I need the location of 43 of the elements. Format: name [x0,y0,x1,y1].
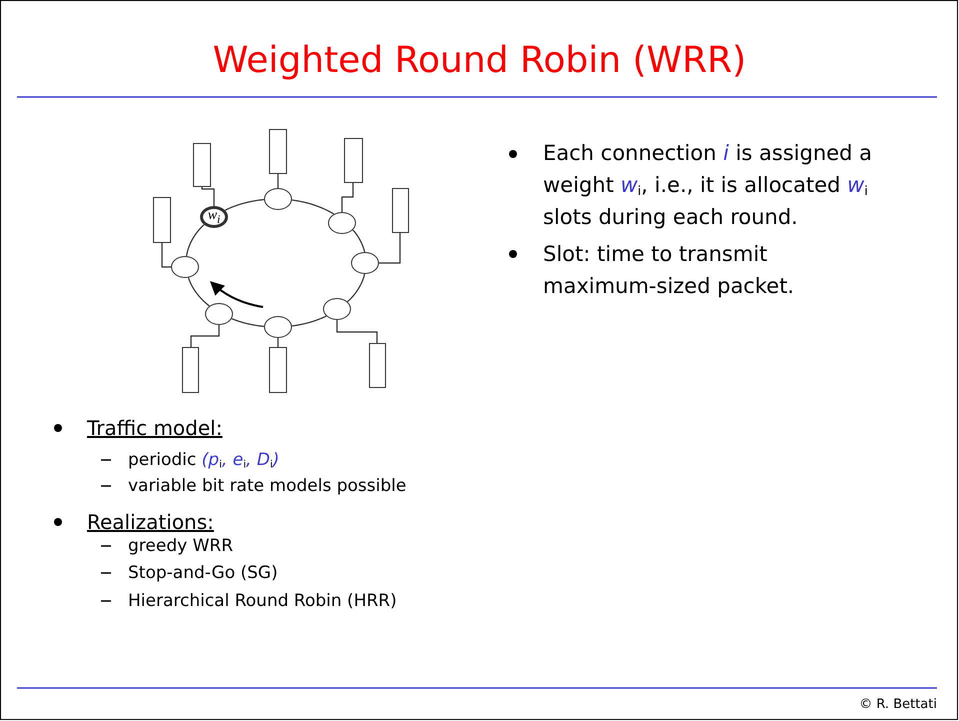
ring-link [347,274,366,302]
connector-line [161,243,171,268]
list-item: Hierarchical Round Robin (HRR) [128,590,398,613]
queue-box [392,188,409,233]
ring-link [352,230,366,252]
heading: Traffic model: [87,415,224,442]
ring-link [186,224,204,256]
ring-link [292,316,327,327]
slot-ellipse [171,256,199,278]
ring-link [224,198,264,211]
queue-box [269,347,287,393]
connector-line [190,325,220,347]
connector-line [201,187,215,206]
list-item: greedy WRR [128,535,234,558]
weight-label: w$_{i}$ [208,208,220,226]
queue-box [193,143,211,187]
connector-line [341,183,354,212]
bullet-text: Slot: time to transmit maximum-sized packet. [543,241,796,300]
ring-link [188,277,210,306]
author-credit: © R. Bettati [858,697,937,713]
slot-ellipse [328,212,356,234]
list-item: Stop-and-Go (SG) [128,562,279,585]
heading: Realizations: [87,509,215,536]
ring-link [292,199,334,215]
queue-box [369,343,386,388]
ring-link [231,318,264,328]
slot-ellipse [264,316,292,338]
weight-slot-ellipse [200,206,228,228]
connector-line [336,320,378,343]
connector-line [277,174,279,188]
slot-ellipse [205,303,233,325]
connector-line [379,233,401,264]
bullet-text: Each connection i is assigned a weight w$_{i}$, i.e., it is allocated w$_{i}$ slots during each round. [543,140,874,231]
list-item: variable bit rate models possible [128,475,408,498]
slot-ellipse [323,298,351,320]
slot-ellipse [351,252,379,274]
queue-box [344,138,363,183]
queue-box [182,347,199,393]
queue-box [153,197,171,243]
slide-title: Weighted Round Robin (WRR) [212,40,748,81]
list-item: periodic (p$_{i}$, e$_{i}$, D$_{i}$) [128,449,280,472]
queue-box [269,129,287,174]
slot-ellipse [264,188,292,210]
